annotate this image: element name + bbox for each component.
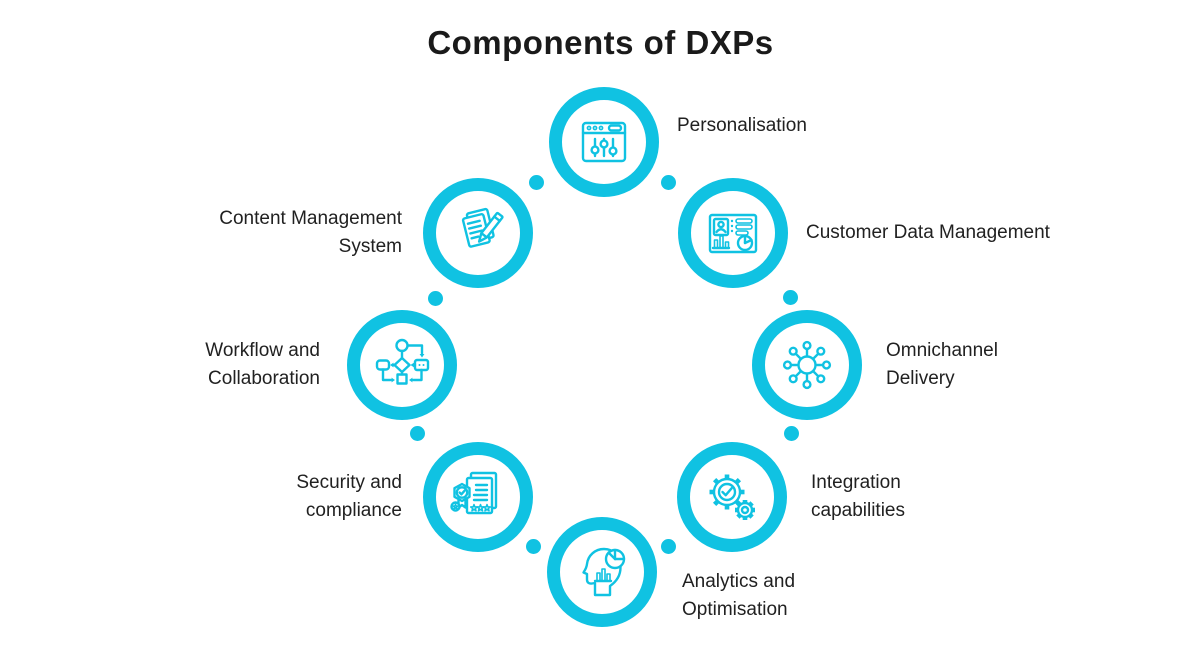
integration-capabilities-label: Integration capabilities bbox=[811, 472, 905, 521]
hub-and-spokes-icon bbox=[782, 340, 832, 390]
security-compliance-label: Security and compliance bbox=[296, 472, 402, 521]
sliders-window-icon bbox=[581, 121, 627, 163]
certificate-badge-icon bbox=[450, 471, 498, 515]
connector-dot bbox=[783, 290, 798, 305]
node-analytics-optimisation bbox=[547, 517, 657, 627]
personalisation-label: Personalisation bbox=[677, 115, 807, 136]
workflow-collaboration-label: Workflow and Collaboration bbox=[205, 340, 320, 389]
connector-dot bbox=[529, 175, 544, 190]
node-customer-data-management bbox=[678, 178, 788, 288]
customer-data-management-label: Customer Data Management bbox=[806, 222, 1050, 243]
content-management-system-label: Content Management System bbox=[219, 208, 402, 257]
node-workflow-collaboration bbox=[347, 310, 457, 420]
connector-dot bbox=[428, 291, 443, 306]
connector-dot bbox=[784, 426, 799, 441]
node-security-compliance bbox=[423, 442, 533, 552]
node-integration-capabilities bbox=[677, 442, 787, 552]
flowchart-icon bbox=[375, 338, 430, 385]
document-pencil-icon bbox=[461, 207, 504, 248]
node-omnichannel-delivery bbox=[752, 310, 862, 420]
gears-checkmark-icon bbox=[709, 474, 755, 520]
connector-dot bbox=[526, 539, 541, 554]
page-title: Components of DXPs bbox=[427, 24, 774, 61]
omnichannel-delivery-label: Omnichannel Delivery bbox=[886, 340, 998, 389]
connector-dot bbox=[661, 175, 676, 190]
node-content-management-system bbox=[423, 178, 533, 288]
connector-dot bbox=[410, 426, 425, 441]
node-personalisation bbox=[549, 87, 659, 197]
head-analytics-icon bbox=[582, 547, 626, 597]
analytics-optimisation-label: Analytics and Optimisation bbox=[682, 571, 796, 620]
customer-data-card-icon bbox=[708, 213, 758, 254]
connector-dot bbox=[661, 539, 676, 554]
